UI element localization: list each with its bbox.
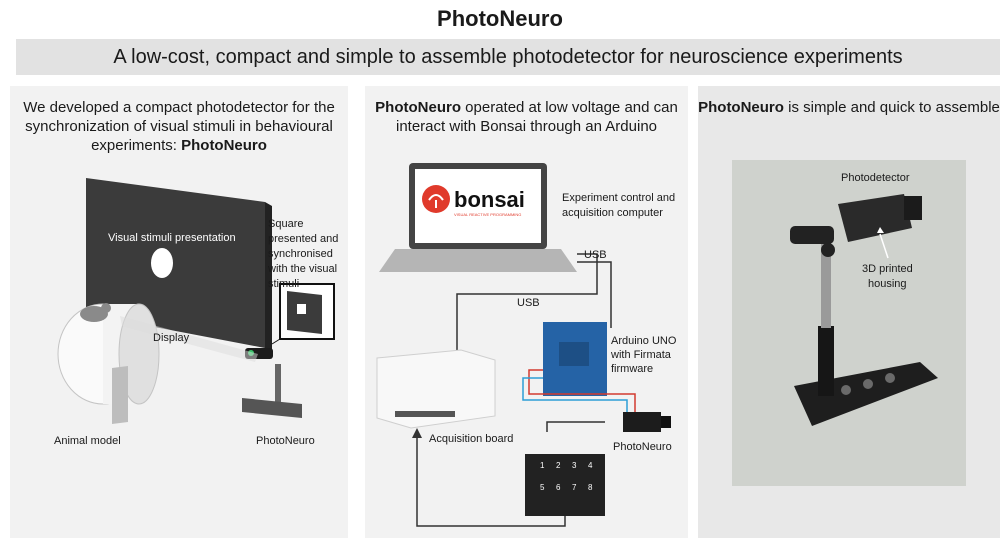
photodetector-housing [838,194,912,242]
breakout-num-5: 5 [540,483,545,492]
photoneuro-label: PhotoNeuro [613,441,672,453]
post-clamp [790,226,834,244]
hardware-diagram: bonsai VISUAL REACTIVE PROGRAMMING Exper… [376,163,677,527]
breakout-num-3: 3 [572,461,577,470]
photoneuro-label: PhotoNeuro [256,435,315,447]
square-label-2: presented and [268,233,338,245]
stimulus-circle [151,248,173,278]
housing-label-2: housing [868,278,907,290]
board-label: Acquisition board [429,433,513,445]
display-label: Display [153,332,190,344]
panel-assembly: PhotoNeuro is simple and quick to assemb… [698,86,1000,538]
steel-post [821,236,831,328]
mouse-body [80,306,108,322]
breakout-num-4: 4 [588,461,593,470]
callout-line [271,338,281,345]
figure-title: PhotoNeuro [437,6,563,31]
panel-assembly-heading: PhotoNeuro is simple and quick to assemb… [698,98,1000,117]
board-ports [395,411,455,417]
panel-hardware-heading-bold: PhotoNeuro [375,99,461,116]
usb-cable-arduino [577,261,612,328]
panel-overview: We developed a compact photodetector for… [10,86,348,538]
photoneuro-board [623,412,661,432]
panel-hardware-heading-text: operated at low voltage and can interact… [396,99,678,135]
square-label-4: with the visual [267,263,337,275]
base-hole [885,373,895,383]
mouse-head [101,303,111,313]
photoneuro-cable [546,421,605,432]
board-arrow [412,428,422,438]
panel-assembly-heading-text: is simple and quick to assemble [783,99,1000,116]
computer-label-1: Experiment control and [562,192,675,204]
assembly-photo: Photodetector 3D printed housing [732,160,966,486]
square-label-5: stimuli [268,278,299,290]
panel-overview-heading-bold: PhotoNeuro [181,137,267,154]
breakout-board [525,454,605,516]
board-cable [416,434,566,527]
usb-cable-board [456,253,598,350]
photodetector-front [904,196,922,220]
arduino-label-2: with Firmata [610,349,672,361]
clamp-knob [821,243,835,257]
panel-overview-heading-text: We developed a compact photodetector for… [23,99,335,154]
base-hole [841,385,851,395]
panel-overview-heading: We developed a compact photodetector for… [10,98,348,155]
display-edge [265,202,272,352]
post-holder [818,326,834,396]
signal-wire [522,377,628,412]
bonsai-logo-text: bonsai [454,187,525,212]
bonsai-tree-icon [428,194,444,208]
stand-post [275,364,281,404]
photoneuro-sensor [661,416,671,428]
gaze-beam [120,316,258,362]
arduino-label-3: firmware [611,363,653,375]
wheel-stand [112,366,128,424]
subtitle: A low-cost, compact and simple to assemb… [113,45,903,68]
breakout-num-2: 2 [556,461,561,470]
breakout-num-6: 6 [556,483,561,492]
bonsai-tagline: VISUAL REACTIVE PROGRAMMING [454,212,521,217]
housing-arrow-line [879,233,889,259]
arduino-chip [559,342,589,366]
base-hole [863,379,873,389]
breakout-num-8: 8 [588,483,593,492]
usb-label-2: USB [517,297,540,309]
panel-hardware: PhotoNeuro operated at low voltage and c… [365,86,688,538]
panel-hardware-heading: PhotoNeuro operated at low voltage and c… [365,98,688,136]
screen-label: Visual stimuli presentation [108,232,236,244]
callout-square [297,304,306,314]
breakout-num-1: 1 [540,461,545,470]
housing-label-1: 3D printed [862,263,913,275]
square-label-1: Square [268,218,303,230]
breakout-num-7: 7 [572,483,577,492]
acquisition-board [376,349,496,429]
subtitle-bar: A low-cost, compact and simple to assemb… [16,39,1000,75]
stand-base [242,398,302,418]
arduino-label-1: Arduino UNO [611,335,677,347]
animal-label: Animal model [54,435,121,447]
power-wire [528,369,636,412]
base-plate [794,362,938,426]
panel-assembly-heading-bold: PhotoNeuro [698,99,784,116]
overview-illustration: Visual stimuli presentation Square prese… [54,178,338,447]
usb-label-1: USB [584,249,607,261]
square-label-3: synchronised [268,248,333,260]
photodetector-label: Photodetector [841,172,910,184]
bonsai-logo-icon [422,185,450,213]
housing-arrow-head [877,227,884,233]
laptop-base [379,249,577,272]
computer-label-2: acquisition computer [562,207,663,219]
